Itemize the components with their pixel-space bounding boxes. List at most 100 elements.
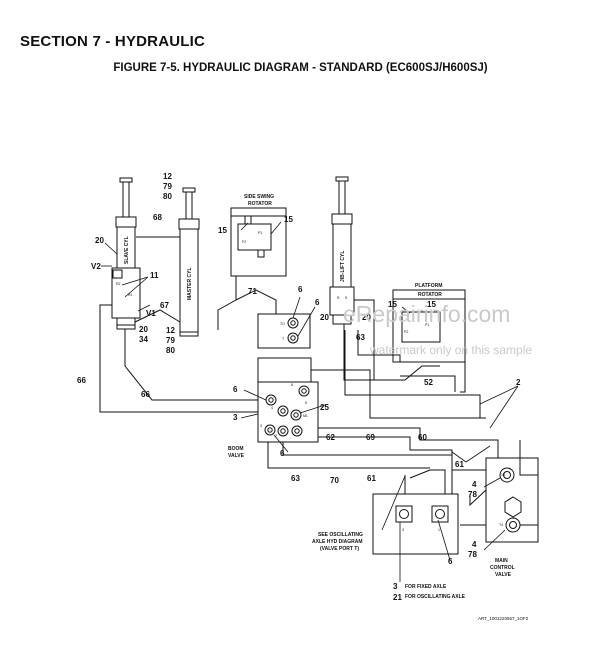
callout-15-side-left: 15 bbox=[218, 226, 227, 235]
port-main-15: 15 bbox=[501, 473, 505, 477]
jib-lift-cyl-label: JIB-LIFT CYL bbox=[340, 251, 346, 282]
callout-2: 2 bbox=[516, 378, 521, 387]
callout-70: 70 bbox=[330, 476, 339, 485]
callout-21-axle: 21 bbox=[393, 593, 402, 602]
callout-68: 68 bbox=[153, 213, 162, 222]
callout-67: 67 bbox=[160, 301, 169, 310]
master-cyl-label: MASTER CYL bbox=[187, 268, 193, 301]
port-main-t4: T4 bbox=[499, 523, 503, 527]
callout-20-jib-right: 20 bbox=[362, 313, 371, 322]
port-f2: F2 bbox=[242, 240, 246, 244]
port-boom-4: 4 bbox=[271, 406, 273, 410]
callout-61-bottom: 61 bbox=[367, 474, 376, 483]
callout-25: 25 bbox=[320, 403, 329, 412]
callout-15-platform-right: 15 bbox=[427, 300, 436, 309]
callout-11: 11 bbox=[150, 271, 159, 280]
figure-title: FIGURE 7-5. HYDRAULIC DIAGRAM - STANDARD… bbox=[113, 62, 488, 74]
callout-4-top: 4 bbox=[472, 480, 477, 489]
main-valve-label-3: VALVE bbox=[495, 572, 512, 578]
callout-12-bottom: 12 bbox=[166, 326, 175, 335]
callout-60: 60 bbox=[418, 433, 427, 442]
callout-66-left: 66 bbox=[77, 376, 86, 385]
callout-62: 62 bbox=[326, 433, 335, 442]
watermark-note: watermark only on this sample bbox=[369, 343, 532, 357]
port-axle-3: 3 bbox=[402, 528, 404, 532]
callout-3-axle: 3 bbox=[393, 582, 398, 591]
port-platform-p2: P2 bbox=[404, 330, 408, 334]
callout-80-top: 80 bbox=[163, 192, 172, 201]
port-platform-p1: P1 bbox=[425, 323, 429, 327]
port-boom-6: 6 bbox=[291, 383, 293, 387]
callout-34: 34 bbox=[139, 335, 148, 344]
callout-6-side-2: 6 bbox=[315, 298, 320, 307]
port-r1: R1 bbox=[128, 293, 133, 297]
callout-63-top: 63 bbox=[356, 333, 365, 342]
callout-61-right: 61 bbox=[455, 460, 464, 469]
callout-6-boom-bottom: 6 bbox=[280, 449, 285, 458]
port-p1-side: P1 bbox=[258, 231, 262, 235]
watermark-site: eRepairinfo.com bbox=[343, 301, 510, 327]
callout-78-bottom: 78 bbox=[468, 550, 477, 559]
oscillating-note-3: (VALVE PORT T) bbox=[320, 546, 359, 552]
jib-lift-cylinder bbox=[329, 176, 355, 325]
callout-15-side-right: 15 bbox=[284, 215, 293, 224]
boom-valve-block bbox=[257, 357, 319, 443]
main-valve-label-1: MAIN bbox=[495, 558, 508, 564]
callout-4-bottom: 4 bbox=[472, 540, 477, 549]
callout-52: 52 bbox=[424, 378, 433, 387]
port-boom-3: 3 bbox=[260, 424, 262, 428]
callout-63-bottom: 63 bbox=[291, 474, 300, 483]
fixed-axle-note: FOR FIXED AXLE bbox=[405, 584, 447, 590]
boom-valve-label-2: VALVE bbox=[228, 453, 245, 459]
oscillating-note-2: AXLE HYD DIAGRAM bbox=[312, 539, 363, 545]
callout-15-platform-left: 15 bbox=[388, 300, 397, 309]
axle-valve-block bbox=[372, 493, 459, 555]
callout-12-top: 12 bbox=[163, 172, 172, 181]
slave-cyl-label: SLAVE CYL bbox=[124, 236, 130, 264]
callout-71: 71 bbox=[248, 287, 257, 296]
section-title: SECTION 7 - HYDRAULIC bbox=[20, 33, 206, 50]
master-cylinder bbox=[178, 187, 200, 337]
callout-79-bottom: 79 bbox=[166, 336, 175, 345]
hydraulic-lines bbox=[99, 236, 538, 526]
callout-6-side-1: 6 bbox=[298, 285, 303, 294]
port-boom-2: 2 bbox=[275, 434, 277, 438]
main-valve-label-2: CONTROL bbox=[490, 565, 515, 571]
oscillating-note-1: SEE OSCILLATING bbox=[318, 532, 363, 538]
callout-79-top: 79 bbox=[163, 182, 172, 191]
callout-20-left: 20 bbox=[95, 236, 104, 245]
slave-cylinder bbox=[111, 177, 141, 330]
platform-rotator bbox=[392, 289, 466, 363]
platform-label-2: ROTATOR bbox=[418, 292, 442, 298]
oscillating-axle-note: FOR OSCILLATING AXLE bbox=[405, 594, 466, 600]
port-boom-5: 5 bbox=[305, 401, 307, 405]
callout-66-right: 66 bbox=[141, 390, 150, 399]
side-swing-label-1: SIDE SWING bbox=[244, 194, 274, 200]
callout-78-top: 78 bbox=[468, 490, 477, 499]
platform-label-1: PLATFORM bbox=[415, 283, 442, 289]
callout-3-boom: 3 bbox=[233, 413, 238, 422]
callout-80-bottom: 80 bbox=[166, 346, 175, 355]
callout-6-axle: 6 bbox=[448, 557, 453, 566]
callout-v2: V2 bbox=[91, 262, 101, 271]
callout-20-bottom: 20 bbox=[139, 325, 148, 334]
main-control-valve bbox=[485, 457, 539, 543]
leader-lines bbox=[101, 221, 519, 582]
boom-valve-label-1: BOOM bbox=[228, 446, 244, 452]
port-jib-s: S bbox=[345, 296, 348, 300]
port-side-t: T bbox=[282, 337, 285, 341]
port-axle-1: 1 bbox=[438, 528, 440, 532]
side-swing-rotator bbox=[230, 207, 287, 277]
side-swing-label-2: ROTATOR bbox=[248, 201, 272, 207]
port-jib-r: R bbox=[337, 296, 340, 300]
side-swing-valve-block bbox=[257, 313, 311, 349]
callout-69: 69 bbox=[366, 433, 375, 442]
callout-20-jib-left: 20 bbox=[320, 313, 329, 322]
port-r2: R2 bbox=[116, 282, 121, 286]
callout-6-boom-top: 6 bbox=[233, 385, 238, 394]
callout-v1: V1 bbox=[146, 309, 156, 318]
port-side-to: TO bbox=[280, 322, 285, 326]
art-number: ART_1001220557_1OF2 bbox=[478, 616, 529, 621]
port-boom-m1: M1 bbox=[303, 414, 308, 418]
